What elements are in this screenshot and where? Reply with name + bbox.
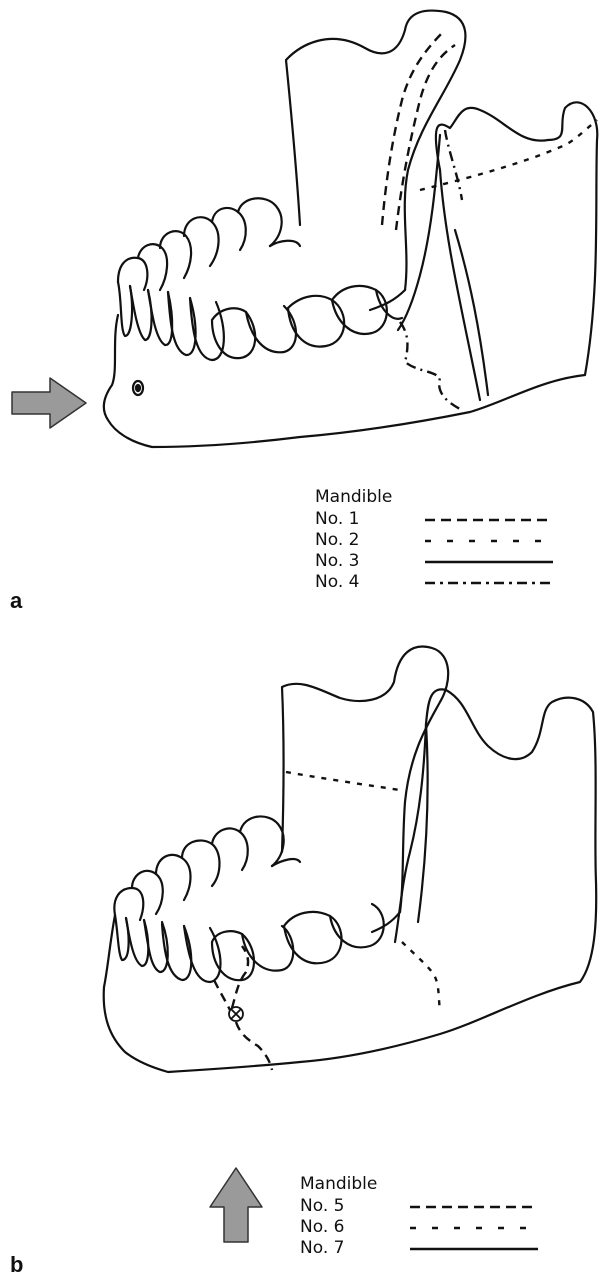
ramus-inner-contour bbox=[372, 912, 400, 932]
lower-teeth-front bbox=[118, 282, 402, 360]
lower-teeth-back bbox=[114, 816, 300, 920]
legend-swatch-dash-dot bbox=[425, 579, 555, 587]
impact-arrow-up-icon bbox=[210, 1168, 262, 1242]
mandible-main-outline bbox=[104, 102, 597, 447]
legend-item: No. 2 bbox=[315, 530, 555, 551]
near-ramus-front bbox=[418, 724, 428, 922]
legend-swatch-dashed bbox=[410, 1203, 540, 1211]
near-ramus-front bbox=[398, 135, 440, 330]
lower-teeth-back bbox=[118, 198, 300, 290]
panel-a: a Mandible No. 1 No. 2 No. 3 No. 4 bbox=[0, 0, 607, 642]
impact-arrow-right-icon bbox=[12, 378, 86, 428]
fracture-line-no6 bbox=[286, 772, 400, 790]
legend-item: No. 7 bbox=[300, 1238, 540, 1259]
legend-b: Mandible No. 5 No. 6 No. 7 bbox=[300, 1172, 540, 1259]
legend-item: No. 4 bbox=[315, 572, 555, 593]
legend-item: No. 1 bbox=[315, 509, 555, 530]
legend-a: Mandible No. 1 No. 2 No. 3 No. 4 bbox=[315, 485, 555, 593]
panel-b: b Mandible No. 5 No. 6 No. 7 bbox=[0, 642, 607, 1284]
fracture-line-no2 bbox=[420, 120, 597, 190]
panel-label-b: b bbox=[10, 1252, 23, 1278]
mandible-main-outline bbox=[104, 689, 597, 1072]
panel-label-a: a bbox=[10, 588, 22, 614]
fracture-line-no5 bbox=[214, 980, 230, 1010]
fracture-line-no1 bbox=[382, 30, 445, 225]
legend-title: Mandible bbox=[315, 485, 555, 509]
legend-item: No. 5 bbox=[300, 1196, 540, 1217]
fracture-line-no4 bbox=[400, 322, 462, 410]
legend-swatch-solid bbox=[425, 558, 555, 566]
legend-swatch-dashed bbox=[425, 516, 555, 524]
oblique-line bbox=[455, 230, 488, 395]
legend-swatch-solid bbox=[410, 1245, 540, 1253]
legend-item: No. 6 bbox=[300, 1217, 540, 1238]
legend-title: Mandible bbox=[300, 1172, 540, 1196]
legend-swatch-short-dashed bbox=[410, 1224, 540, 1232]
legend-item: No. 3 bbox=[315, 551, 555, 572]
foramen-marker-icon bbox=[229, 1007, 243, 1021]
lower-teeth-front bbox=[115, 904, 384, 982]
legend-swatch-short-dashed bbox=[425, 537, 555, 545]
